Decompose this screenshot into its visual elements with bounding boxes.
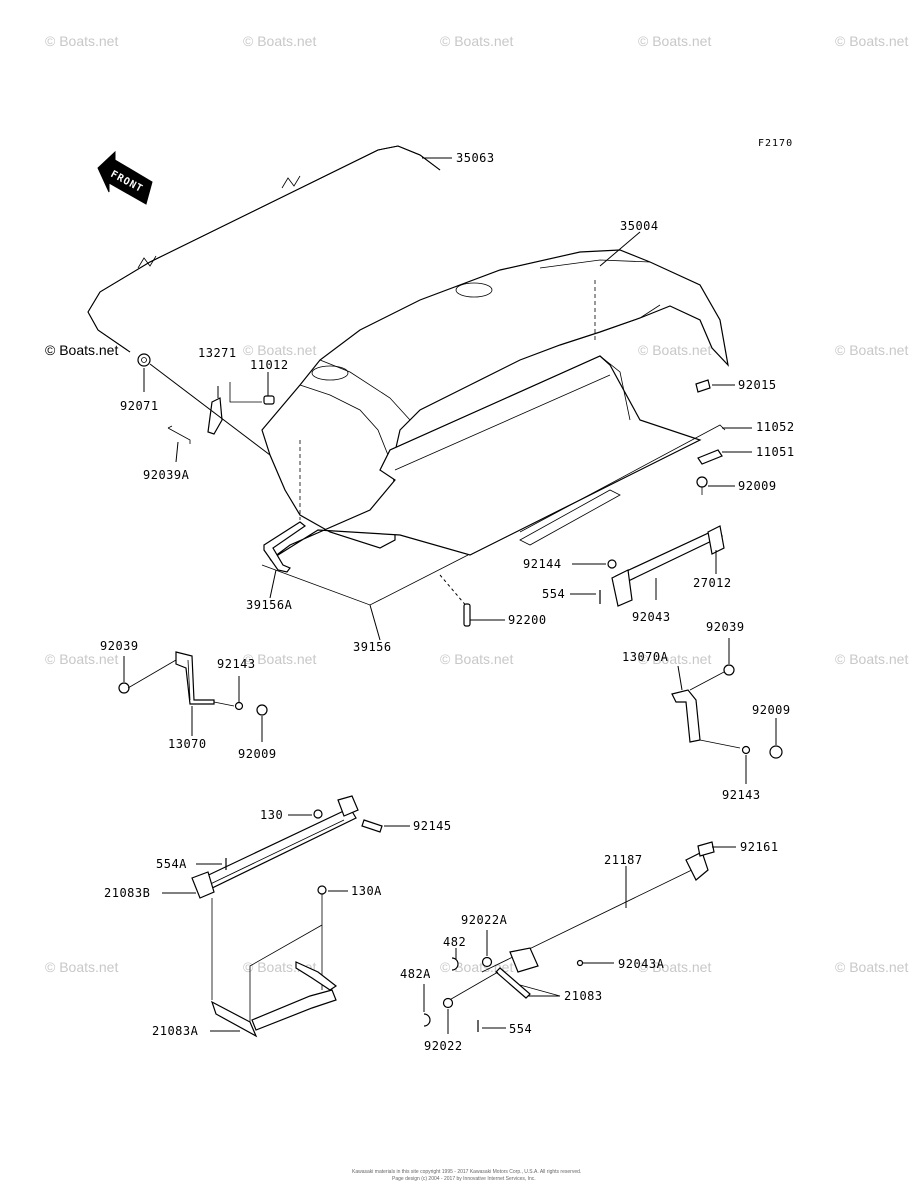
watermark: © Boats.net bbox=[638, 651, 711, 667]
part-label-92039-left: 92039 bbox=[100, 639, 139, 653]
part-label-21187: 21187 bbox=[604, 853, 643, 867]
part-label-92143-left: 92143 bbox=[217, 657, 256, 671]
part-label-92144: 92144 bbox=[523, 557, 562, 571]
part-label-92143-right: 92143 bbox=[722, 788, 761, 802]
part-label-92043A: 92043A bbox=[618, 957, 665, 971]
part-label-11052: 11052 bbox=[756, 420, 795, 434]
watermark: © Boats.net bbox=[45, 651, 118, 667]
watermark: © Boats.net bbox=[835, 342, 908, 358]
bracket-13070A: 13070A 92039 92143 92009 bbox=[622, 620, 791, 802]
part-label-92145: 92145 bbox=[413, 819, 452, 833]
front-arrow-icon: FRONT bbox=[97, 150, 153, 205]
part-label-11051: 11051 bbox=[756, 445, 795, 459]
part-label-11012: 11012 bbox=[250, 358, 289, 372]
watermark: © Boats.net bbox=[45, 959, 118, 975]
part-label-92043: 92043 bbox=[632, 610, 671, 624]
watermark: © Boats.net bbox=[45, 342, 118, 358]
watermark: © Boats.net bbox=[638, 959, 711, 975]
watermark: © Boats.net bbox=[638, 342, 711, 358]
watermark: © Boats.net bbox=[638, 33, 711, 49]
watermark: © Boats.net bbox=[243, 651, 316, 667]
part-label-13070: 13070 bbox=[168, 737, 207, 751]
part-label-13271: 13271 bbox=[198, 346, 237, 360]
watermark: © Boats.net bbox=[835, 959, 908, 975]
part-label-130A: 130A bbox=[351, 884, 382, 898]
part-label-13070A: 13070A bbox=[622, 650, 669, 664]
part-label-130: 130 bbox=[260, 808, 283, 822]
part-label-92009-right: 92009 bbox=[752, 703, 791, 717]
lower-right-assembly: 92161 21187 21083 92043A 92022A 482 9202… bbox=[400, 840, 779, 1053]
part-label-554A: 554A bbox=[156, 857, 187, 871]
watermark: © Boats.net bbox=[45, 33, 118, 49]
part-label-92022: 92022 bbox=[424, 1039, 463, 1053]
right-fasteners: 92015 11052 11051 92009 bbox=[519, 378, 795, 533]
part-label-92071: 92071 bbox=[120, 399, 159, 413]
hinge-group: 13271 11012 92071 92039A bbox=[120, 346, 289, 482]
part-label-92200: 92200 bbox=[508, 613, 547, 627]
latch-27012: 27012 92144 554 92043 bbox=[523, 525, 732, 624]
part-label-92039A: 92039A bbox=[143, 468, 190, 482]
part-label-39156: 39156 bbox=[353, 640, 392, 654]
rod-35063: 35063 bbox=[87, 145, 495, 353]
seat-cover-35004: 35004 bbox=[261, 219, 729, 549]
bracket-39156A: 39156A bbox=[246, 521, 307, 612]
seat-pan-39156: 39156 bbox=[261, 355, 702, 654]
part-label-92039-right: 92039 bbox=[706, 620, 745, 634]
part-label-92015: 92015 bbox=[738, 378, 777, 392]
part-label-92009-top: 92009 bbox=[738, 479, 777, 493]
watermark: © Boats.net bbox=[835, 651, 908, 667]
bracket-13070: 92039 92143 92009 13070 bbox=[100, 639, 277, 761]
lower-left-assembly: 130 92145 554A 21083B 130A 21083A bbox=[104, 795, 452, 1038]
watermark: © Boats.net bbox=[243, 33, 316, 49]
diagram-code: F2170 bbox=[758, 138, 793, 149]
watermark: © Boats.net bbox=[243, 342, 316, 358]
part-label-21083: 21083 bbox=[564, 989, 603, 1003]
part-label-27012: 27012 bbox=[693, 576, 732, 590]
copyright-line-1: Kawasaki materials in this site copyrigh… bbox=[352, 1169, 581, 1175]
part-label-92161: 92161 bbox=[740, 840, 779, 854]
part-label-554-bottom: 554 bbox=[509, 1022, 532, 1036]
watermark: © Boats.net bbox=[835, 33, 908, 49]
part-label-482A: 482A bbox=[400, 967, 431, 981]
part-label-554: 554 bbox=[542, 587, 565, 601]
watermark: © Boats.net bbox=[440, 651, 513, 667]
part-label-21083A: 21083A bbox=[152, 1024, 199, 1038]
watermark: © Boats.net bbox=[440, 33, 513, 49]
pin-92200: 92200 bbox=[439, 574, 547, 627]
copyright-line-2: Page design (c) 2004 - 2017 by Innovativ… bbox=[392, 1176, 536, 1182]
part-label-92009-left: 92009 bbox=[238, 747, 277, 761]
part-label-21083B: 21083B bbox=[104, 886, 150, 900]
part-label-35004: 35004 bbox=[620, 219, 659, 233]
part-label-92022A: 92022A bbox=[461, 913, 508, 927]
part-label-39156A: 39156A bbox=[246, 598, 293, 612]
part-label-482: 482 bbox=[443, 935, 466, 949]
part-label-35063: 35063 bbox=[456, 151, 495, 165]
